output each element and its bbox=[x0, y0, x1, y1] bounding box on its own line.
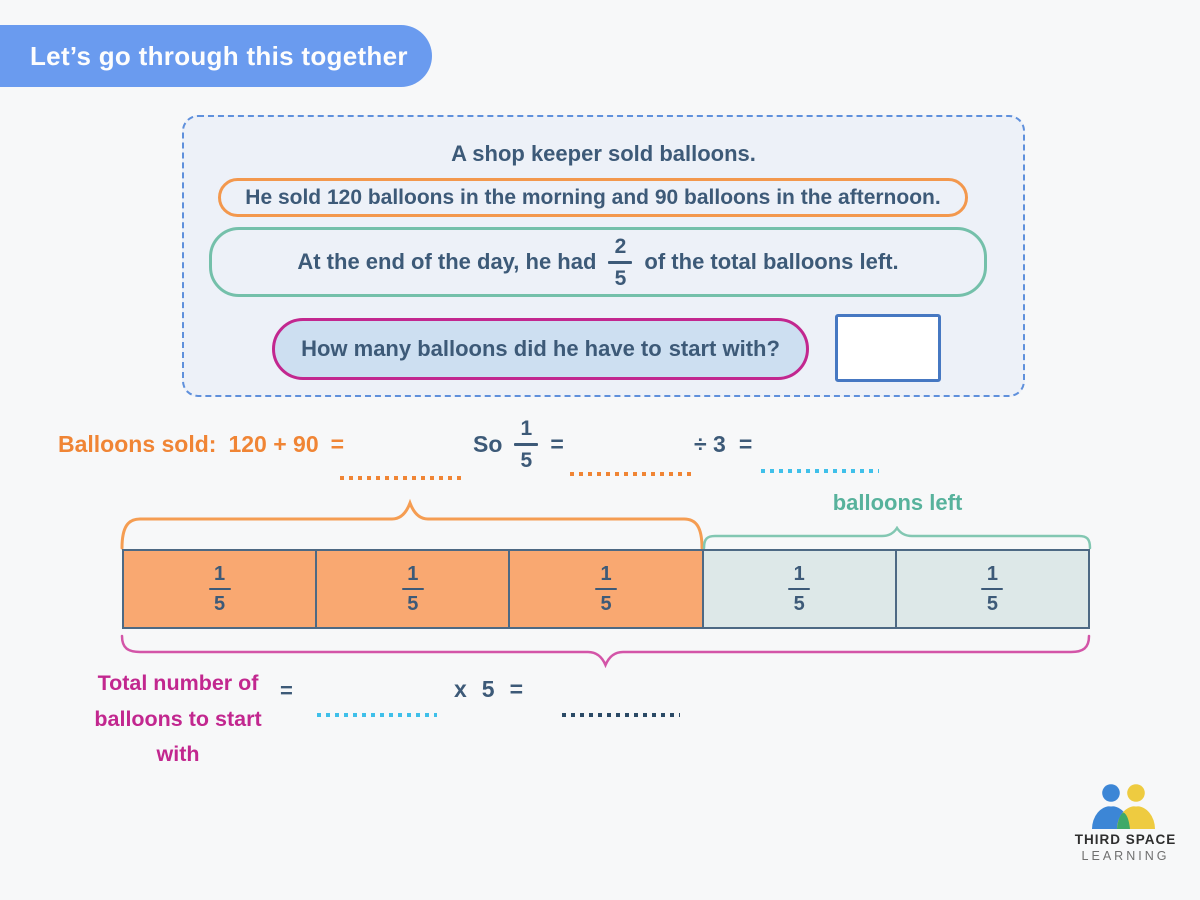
segment-fraction: 1 5 bbox=[208, 564, 231, 614]
fraction-statement-box: At the end of the day, he had 2 5 of the… bbox=[209, 227, 987, 297]
question-text: How many balloons did he have to bbox=[301, 336, 662, 361]
segment-fraction: 1 5 bbox=[401, 564, 424, 614]
answer-input[interactable] bbox=[835, 314, 941, 382]
fraction-bar bbox=[208, 587, 231, 591]
multiply-sign: x bbox=[454, 676, 467, 702]
sold-statement-pill: He sold 120 balloons in the morning and … bbox=[218, 178, 968, 217]
balloons-sold-expression: 120 + 90 bbox=[228, 431, 319, 457]
fraction-statement-post: of the total balloons left. bbox=[644, 249, 899, 274]
equals-sign: = bbox=[509, 676, 524, 702]
equals-sign: = bbox=[330, 431, 345, 457]
answer-blank-total-final bbox=[562, 713, 680, 717]
problem-panel: A shop keeper sold balloons. He sold 120… bbox=[182, 115, 1025, 397]
third-space-learning-icon bbox=[1092, 783, 1155, 829]
banner-pill: Let’s go through this together bbox=[0, 25, 432, 87]
equals-sign: = bbox=[280, 678, 293, 703]
balloons-left-label: balloons left bbox=[832, 490, 963, 515]
segment-fraction: 1 5 bbox=[788, 564, 811, 614]
balloons-sold-equation: Balloons sold: 120 + 90 = bbox=[58, 431, 344, 458]
balloons-sold-label: Balloons sold: bbox=[58, 431, 217, 457]
problem-intro: A shop keeper sold balloons. bbox=[451, 141, 756, 166]
answer-blank-divide bbox=[761, 469, 879, 473]
bar-segment-sold: 1 5 bbox=[317, 551, 511, 627]
answer-blank-total-first bbox=[317, 713, 437, 717]
segment-fraction: 1 5 bbox=[981, 564, 1004, 614]
total-balloons-label: Total number of balloons to start with bbox=[94, 671, 262, 766]
question-pill: How many balloons did he have to start w… bbox=[272, 318, 809, 380]
bar-segment-sold: 1 5 bbox=[124, 551, 318, 627]
sold-brace bbox=[120, 498, 704, 550]
fraction-bar bbox=[788, 587, 811, 591]
bar-segment-sold: 1 5 bbox=[510, 551, 704, 627]
segment-fraction: 1 5 bbox=[595, 564, 617, 614]
divide-expression: ÷ 3 bbox=[694, 431, 726, 457]
fraction-bar bbox=[981, 587, 1004, 591]
equals-sign: = bbox=[550, 430, 564, 457]
logo-title: THIRD SPACE bbox=[1074, 832, 1177, 847]
fraction-bar bbox=[401, 587, 424, 591]
fraction-statement-pre: At the end of the day, he had bbox=[297, 249, 597, 274]
bar-model: 1 5 1 5 1 5 1 5 bbox=[122, 549, 1090, 629]
banner-label: Let’s go through this together bbox=[30, 40, 408, 71]
two-fifths-fraction: 2 5 bbox=[608, 236, 633, 289]
so-fraction-equation: So 1 5 = bbox=[473, 413, 564, 475]
factor-value: 5 bbox=[481, 676, 495, 702]
so-label: So bbox=[473, 430, 503, 457]
question-emphasis: start with? bbox=[668, 336, 780, 361]
logo-subtitle: LEARNING bbox=[1081, 849, 1170, 863]
answer-blank-sold bbox=[340, 476, 466, 480]
fraction-bar bbox=[595, 587, 617, 591]
equals-sign: = bbox=[738, 431, 753, 457]
fraction-bar bbox=[608, 260, 633, 264]
bar-segment-left: 1 5 bbox=[703, 551, 897, 627]
bar-segment-left: 1 5 bbox=[896, 551, 1089, 627]
sold-statement-text: He sold 120 balloons in the morning and … bbox=[245, 185, 941, 209]
fraction-bar bbox=[514, 442, 539, 446]
answer-blank-fifth bbox=[570, 472, 692, 476]
one-fifth-fraction: 1 5 bbox=[514, 418, 539, 471]
multiply-equation: x 5 = bbox=[454, 676, 523, 703]
divide-equation: ÷ 3 = bbox=[694, 431, 752, 458]
total-brace bbox=[120, 634, 1091, 668]
balloons-left-brace bbox=[702, 526, 1092, 550]
